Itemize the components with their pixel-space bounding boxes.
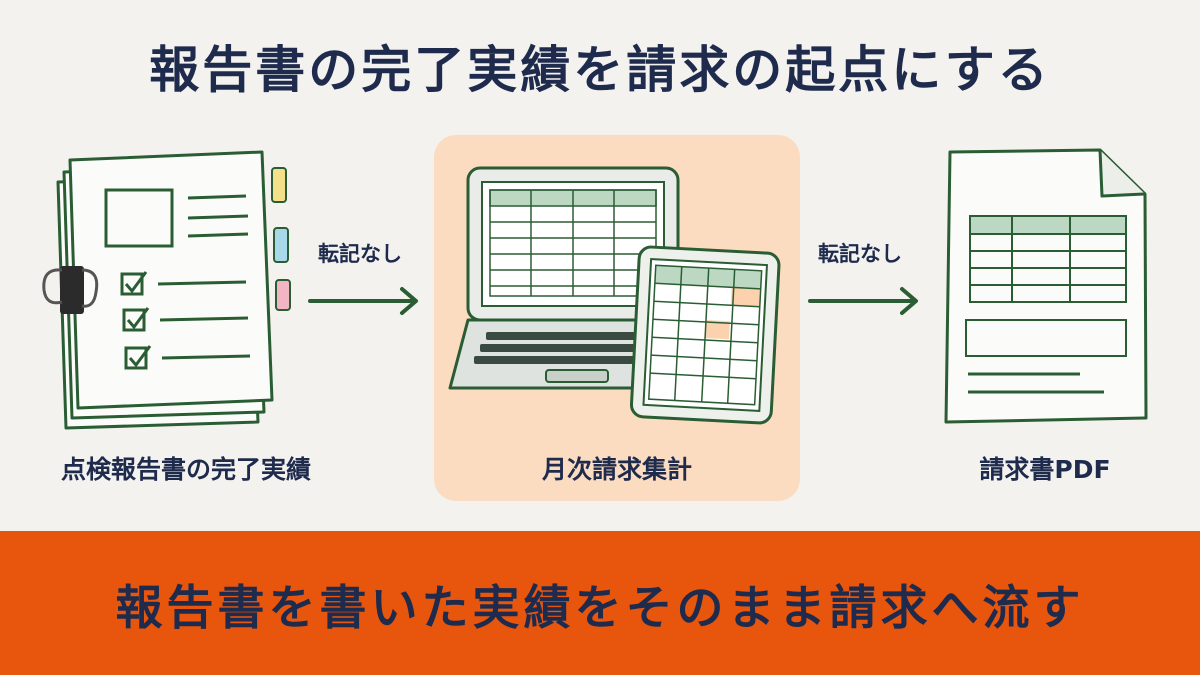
arrow-right-icon (808, 287, 918, 315)
connector-label: 転記なし (818, 242, 902, 266)
checklist-report-icon (42, 150, 291, 430)
laptop-spreadsheet-icon (448, 166, 781, 425)
page-title: 報告書の完了実績を請求の起点にする (149, 41, 1051, 99)
step-caption: 点検報告書の完了実績 (60, 455, 311, 484)
flow-diagram: 転記なし (0, 120, 1200, 520)
banner-text: 報告書を書いた実績をそのまま請求へ流す (115, 580, 1085, 636)
step-caption: 請求書PDF (979, 455, 1111, 484)
summary-banner: 報告書を書いた実績をそのまま請求へ流す (0, 531, 1200, 675)
connector-label: 転記なし (318, 242, 402, 266)
step-caption: 月次請求集計 (541, 455, 692, 484)
arrow-right-icon (308, 287, 418, 315)
pdf-document-icon (944, 148, 1148, 424)
